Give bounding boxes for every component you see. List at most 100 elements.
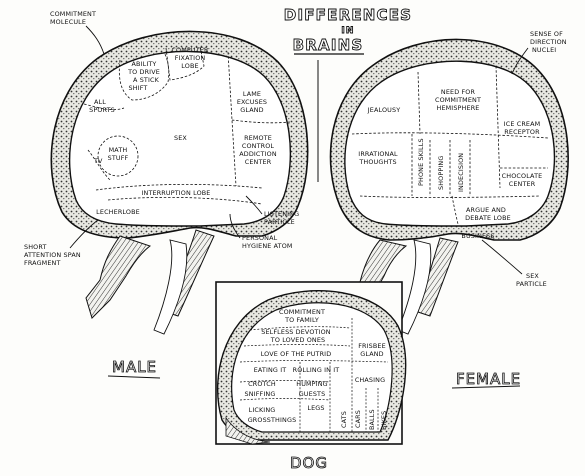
- male-region-interruption: INTERRUPTION LOBE: [142, 189, 211, 197]
- dog-region-rolling: ROLLING IN IT: [293, 366, 340, 374]
- male-region-ability: ABILITY TO DRIVE A STICK SHIFT: [127, 60, 160, 92]
- male-callout-commitment: COMMITMENT MOLECULE: [50, 10, 105, 55]
- dog-region-bikes: BIKES: [380, 411, 388, 430]
- female-callout-direction: SENSE OF DIRECTION NUCLEI: [511, 30, 567, 75]
- svg-text:ALL: ALL: [94, 98, 106, 106]
- svg-text:SELFLESS DEVOTION: SELFLESS DEVOTION: [261, 328, 331, 336]
- diagram-title: DIFFERENCES IN BRAINS: [283, 6, 412, 182]
- male-region-math: MATH STUFF: [108, 146, 129, 162]
- dog-jaw: [225, 416, 271, 445]
- svg-text:STUFF: STUFF: [108, 154, 129, 162]
- dog-region-chasing: CHASING: [355, 376, 385, 384]
- dog-brain-outline: [231, 302, 393, 433]
- female-region-icecream: ICE CREAM RECEPTOR: [504, 120, 541, 136]
- dog-region-cars: CARS: [354, 410, 362, 428]
- dog-region-sniffing: SNIFFING: [245, 390, 276, 398]
- dog-caption: DOG: [290, 454, 328, 472]
- dog-region-cats: CATS: [340, 411, 348, 428]
- svg-text:SENSE OF: SENSE OF: [530, 30, 563, 38]
- dog-region-legs: LEGS: [307, 404, 324, 412]
- svg-text:CHOCOLATE: CHOCOLATE: [502, 172, 543, 180]
- svg-text:DEBATE LOBE: DEBATE LOBE: [465, 214, 511, 222]
- female-region-shopping: SHOPPING: [437, 156, 445, 190]
- svg-text:MATH: MATH: [109, 146, 128, 154]
- svg-text:PARTICLE: PARTICLE: [264, 218, 295, 226]
- dog-region-eating: EATING IT: [254, 366, 287, 374]
- svg-text:MOLECULE: MOLECULE: [50, 18, 86, 26]
- title-line3: BRAINS: [293, 36, 364, 54]
- male-brain: ABILITY TO DRIVE A STICK SHIFT COMPUTER …: [24, 10, 309, 379]
- female-region-dividers: [351, 65, 549, 225]
- female-brain-outline: [344, 60, 556, 227]
- svg-text:TO LOVED ONES: TO LOVED ONES: [270, 336, 325, 344]
- female-region-argue: ARGUE AND DEBATE LOBE: [465, 206, 511, 222]
- svg-text:TO FAMILY: TO FAMILY: [284, 316, 319, 324]
- svg-text:NEED FOR: NEED FOR: [441, 88, 476, 96]
- svg-text:LISTENING: LISTENING: [264, 210, 299, 218]
- male-region-sports: ALL SPORTS: [89, 98, 115, 114]
- dog-brain: COMMITMENT TO FAMILY SELFLESS DEVOTION T…: [215, 281, 407, 472]
- svg-text:COMMITMENT: COMMITMENT: [435, 96, 481, 104]
- female-callout-sex-particle: SEX PARTICLE: [481, 239, 547, 288]
- male-jaw: [85, 235, 152, 319]
- male-brain-outline: [68, 50, 292, 227]
- svg-text:ATTENTION SPAN: ATTENTION SPAN: [24, 251, 81, 259]
- title-line2: IN: [341, 26, 354, 36]
- female-region-jealousy: JEALOUSY: [367, 106, 401, 114]
- svg-text:RECEPTOR: RECEPTOR: [504, 128, 540, 136]
- svg-text:SEX: SEX: [526, 272, 539, 280]
- female-caption-underline: [451, 385, 521, 389]
- male-region-sex: SEX: [174, 134, 187, 142]
- svg-text:PARTICLE: PARTICLE: [516, 280, 547, 288]
- svg-text:LOBE: LOBE: [181, 62, 198, 70]
- male-region-lecher: LECHERLOBE: [96, 208, 140, 216]
- dog-region-crotch: CROTCH: [248, 380, 276, 388]
- dog-region-licking: LICKING: [249, 406, 276, 414]
- svg-text:IRRATIONAL: IRRATIONAL: [358, 150, 398, 158]
- dog-region-dividers: [239, 318, 389, 432]
- svg-text:DIRECTION: DIRECTION: [530, 38, 567, 46]
- male-callout-short-attention: SHORT ATTENTION SPAN FRAGMENT: [24, 219, 99, 267]
- female-region-phone: PHONE SKILLS: [417, 138, 425, 186]
- male-brainstem: [153, 239, 188, 335]
- dog-region-balls: BALLS: [368, 409, 376, 430]
- svg-text:COMMITMENT: COMMITMENT: [279, 308, 325, 316]
- svg-text:TO DRIVE: TO DRIVE: [127, 68, 160, 76]
- male-region-lame: LAME EXCUSES GLAND: [237, 90, 267, 114]
- male-region-computer: COMPUTER FIXATION LOBE: [171, 46, 209, 70]
- male-region-remote: REMOTE CONTROL ADDICTION CENTER: [239, 134, 276, 166]
- svg-text:REMOTE: REMOTE: [244, 134, 272, 142]
- svg-text:A STICK: A STICK: [133, 76, 160, 84]
- female-region-business: BUSINESS: [461, 232, 494, 240]
- svg-text:PERSONAL: PERSONAL: [242, 234, 278, 242]
- svg-text:EXCUSES: EXCUSES: [237, 98, 267, 106]
- dog-region-selfless: SELFLESS DEVOTION TO LOVED ONES: [261, 328, 331, 344]
- female-caption: FEMALE: [456, 370, 521, 388]
- svg-text:FRAGMENT: FRAGMENT: [24, 259, 61, 267]
- female-region-indecision: INDECISION: [457, 153, 465, 192]
- dog-region-humping: HUMPING: [296, 380, 328, 388]
- svg-text:NUCLEI: NUCLEI: [532, 46, 556, 54]
- svg-text:ABILITY: ABILITY: [132, 60, 157, 68]
- svg-text:CENTER: CENTER: [245, 158, 272, 166]
- male-region-tv: TV: [93, 157, 103, 165]
- male-caption-underline: [107, 375, 161, 379]
- title-line1: DIFFERENCES: [284, 6, 412, 24]
- female-region-need: NEED FOR COMMITMENT HEMISPHERE: [435, 88, 481, 112]
- svg-text:SHORT: SHORT: [24, 243, 47, 251]
- svg-text:COMPUTER: COMPUTER: [171, 46, 209, 54]
- dog-region-love: LOVE OF THE PUTRID: [261, 350, 332, 358]
- svg-text:GLAND: GLAND: [360, 350, 383, 358]
- female-region-chocolate: CHOCOLATE CENTER: [502, 172, 543, 188]
- male-caption: MALE: [112, 358, 157, 376]
- male-region-dividers: [83, 45, 291, 205]
- male-callout-listening: LISTENING PARTICLE: [245, 195, 299, 226]
- svg-text:LAME: LAME: [243, 90, 261, 98]
- svg-text:THOUGHTS: THOUGHTS: [358, 158, 396, 166]
- svg-text:FIXATION: FIXATION: [175, 54, 206, 62]
- svg-text:GLAND: GLAND: [240, 106, 263, 114]
- svg-text:HEMISPHERE: HEMISPHERE: [437, 104, 480, 112]
- svg-text:ICE CREAM: ICE CREAM: [504, 120, 541, 128]
- svg-text:HYGIENE ATOM: HYGIENE ATOM: [242, 242, 293, 250]
